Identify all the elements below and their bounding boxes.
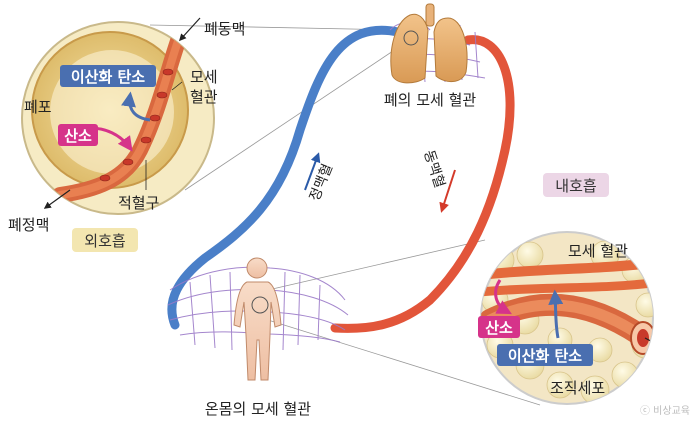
label-capillary-lung-1: 모세 bbox=[190, 68, 218, 86]
body-icon bbox=[167, 257, 349, 381]
artery-path bbox=[330, 35, 515, 333]
o2-badge-lung bbox=[58, 124, 98, 146]
label-arterial-blood: 동맥혈 bbox=[420, 148, 447, 190]
label-o2-lung: 산소 bbox=[64, 127, 92, 145]
venous-direction-arrow bbox=[304, 152, 321, 191]
pulmonary-vein-arrow bbox=[43, 189, 71, 209]
external-respiration-box bbox=[72, 228, 138, 252]
label-o2-tissue: 산소 bbox=[485, 319, 513, 337]
label-internal-respiration: 내호흡 bbox=[555, 177, 596, 195]
o2-arrow-tissue bbox=[494, 279, 512, 315]
lungs-icon bbox=[389, 3, 486, 84]
label-red-blood-cell: 적혈구 bbox=[118, 194, 159, 212]
capillary-leader bbox=[171, 81, 183, 91]
label-co2-lung: 이산화 탄소 bbox=[71, 68, 145, 86]
vein-path bbox=[167, 25, 403, 330]
label-co2-tissue: 이산화 탄소 bbox=[508, 347, 582, 365]
label-body-capillaries: 온몸의 모세 혈관 bbox=[205, 400, 311, 418]
label-pulmonary-artery: 폐동맥 bbox=[204, 20, 245, 38]
co2-arrow-tissue bbox=[548, 289, 564, 339]
zoom-connector-lines bbox=[149, 24, 541, 406]
label-alveolus: 폐포 bbox=[24, 98, 52, 116]
internal-respiration-box bbox=[543, 173, 609, 197]
watermark: ⓒ 비상교육 bbox=[640, 405, 690, 417]
pulmonary-artery-arrow bbox=[179, 17, 201, 42]
label-capillary-lung-2: 혈관 bbox=[190, 88, 218, 106]
o2-badge-tissue bbox=[478, 316, 520, 338]
label-tissue-capillary: 모세 혈관 bbox=[568, 242, 628, 260]
co2-badge-lung bbox=[60, 65, 156, 87]
arterial-direction-arrow bbox=[439, 169, 456, 213]
co2-badge-tissue bbox=[497, 344, 593, 366]
label-pulmonary-vein: 폐정맥 bbox=[8, 216, 49, 234]
co2-arrow-lung bbox=[121, 91, 151, 122]
lung-zoom-circle bbox=[21, 21, 215, 215]
label-external-respiration: 외호흡 bbox=[84, 232, 125, 250]
circulation-loop bbox=[167, 25, 515, 333]
label-tissue-cell: 조직세포 bbox=[550, 379, 605, 397]
label-lung-capillaries: 폐의 모세 혈관 bbox=[384, 91, 477, 109]
label-venous-blood: 정맥혈 bbox=[307, 162, 336, 204]
